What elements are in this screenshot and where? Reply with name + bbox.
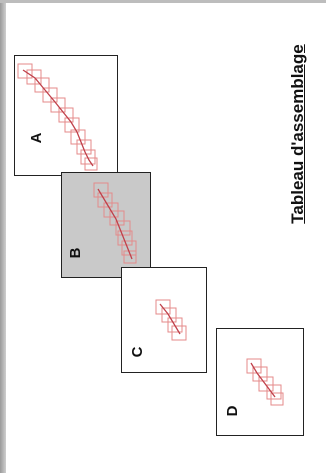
scan-edge-top: [0, 0, 326, 3]
sheet-label-d: D: [225, 403, 241, 419]
page-title: Tableau d'assemblage: [286, 4, 310, 264]
scan-edge-left: [0, 0, 6, 473]
sheet-label-c: C: [130, 344, 146, 360]
sheet-label-a: A: [29, 130, 45, 146]
sheet-b-tiles: [62, 173, 152, 279]
sheet-label-b: B: [68, 245, 84, 261]
sheet-c: C: [121, 267, 207, 373]
sheet-a: A: [14, 55, 118, 176]
sheet-d-tiles: [217, 329, 305, 437]
sheet-b: B: [61, 172, 151, 278]
sheet-d: D: [216, 328, 304, 436]
sheet-a-tiles: [15, 56, 119, 177]
